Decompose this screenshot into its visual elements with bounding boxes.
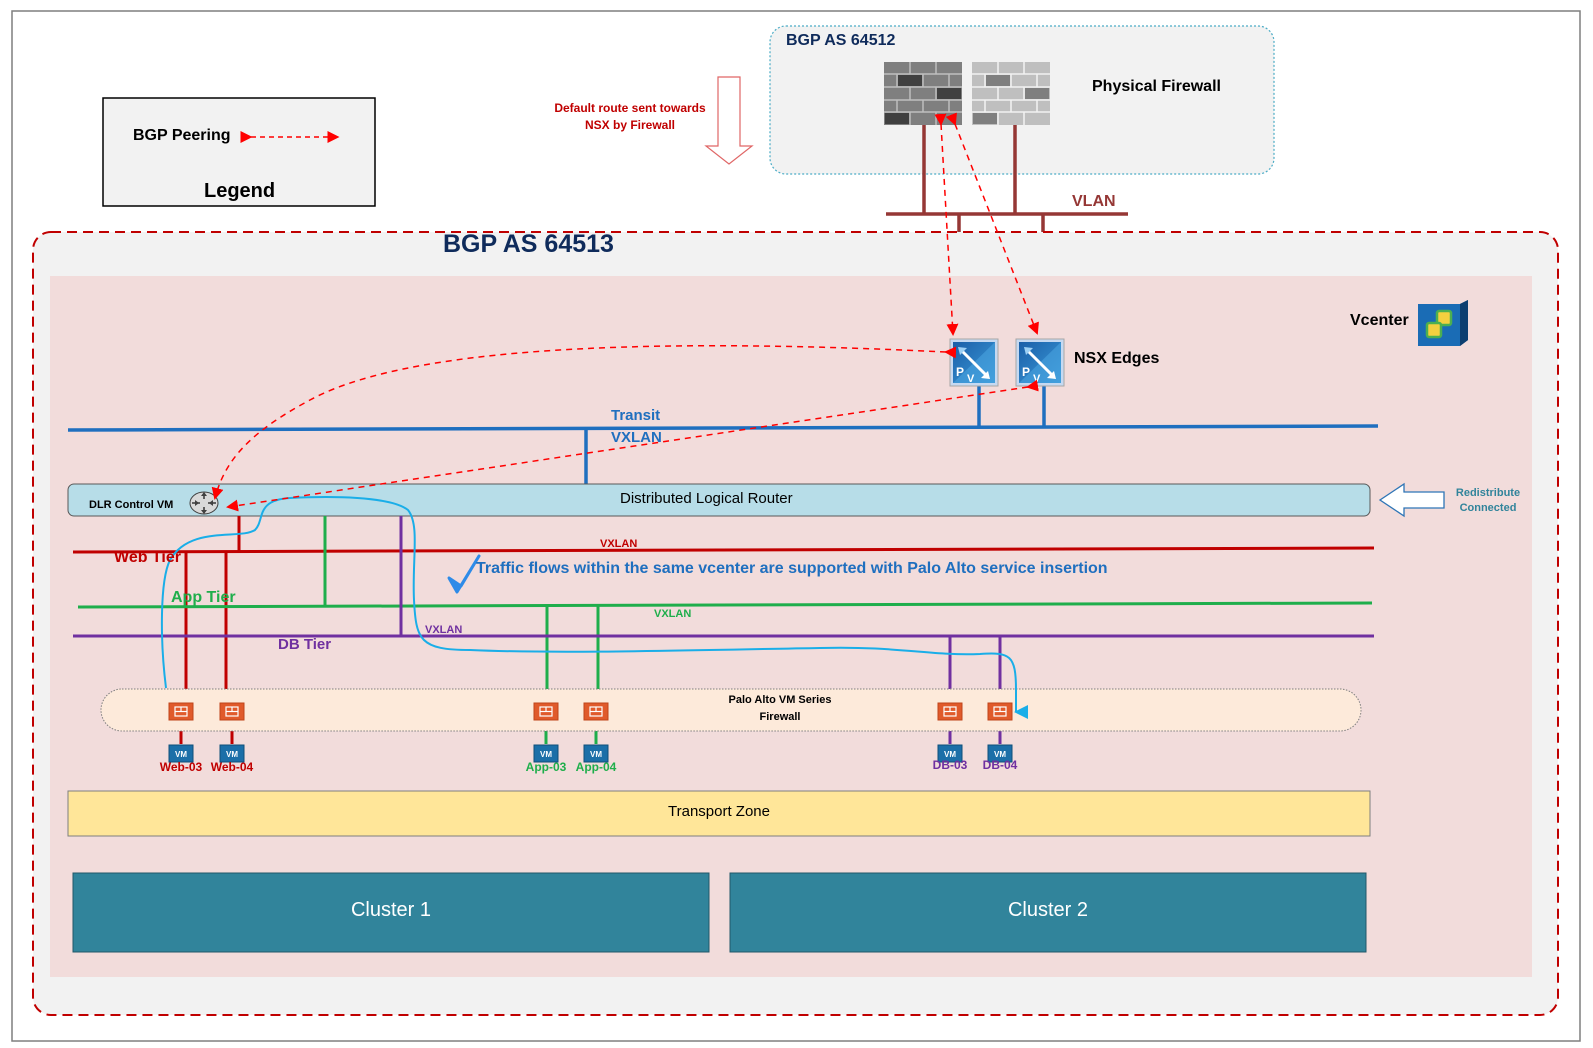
- vm-label: App-03: [525, 760, 567, 774]
- default-route-note-line2: NSX by Firewall: [584, 118, 676, 132]
- vcenter-zone: [50, 276, 1532, 977]
- palo-alto-line2: Firewall: [759, 711, 801, 723]
- svg-text:VM: VM: [226, 750, 238, 759]
- palo-alto-line1: Palo Alto VM Series: [728, 694, 832, 706]
- dlr-label: Distributed Logical Router: [620, 490, 793, 507]
- nsx-edge-icon-1: P V: [949, 338, 999, 387]
- palo-alto-label: Palo Alto VM Series Firewall: [700, 692, 860, 726]
- svg-text:VM: VM: [994, 750, 1006, 759]
- palo-alto-firewall-icon: [937, 702, 963, 721]
- traffic-note: Traffic flows within the same vcenter ar…: [476, 560, 1108, 577]
- physical-firewall-label: Physical Firewall: [1092, 78, 1221, 95]
- app-vxlan-label: VXLAN: [654, 608, 692, 620]
- web-vxlan-label: VXLAN: [600, 538, 638, 550]
- traffic-flow-path: [160, 496, 1028, 719]
- vm-icon: VM: [533, 744, 559, 763]
- palo-alto-band: [100, 688, 1362, 732]
- physical-firewall-icon-1: [884, 62, 962, 125]
- web-tier-label: Web Tier: [114, 549, 181, 566]
- vm-icon: VM: [168, 744, 194, 763]
- redistribute-line2: Connected: [1459, 502, 1517, 514]
- transit-vxlan-label: Transit VXLAN: [611, 405, 662, 449]
- legend-title: Legend: [204, 180, 276, 202]
- svg-text:VM: VM: [540, 750, 552, 759]
- palo-alto-firewall-icon: [583, 702, 609, 721]
- palo-alto-firewall-icon: [219, 702, 245, 721]
- svg-text:VM: VM: [175, 750, 187, 759]
- bgp-peering-arrows: [211, 112, 1039, 512]
- dlr-control-vm-label: DLR Control VM: [89, 499, 174, 511]
- nsx-edge-icon-2: P V: [1015, 338, 1065, 387]
- svg-text:VM: VM: [944, 750, 956, 759]
- vm-label: Web-03: [159, 760, 203, 774]
- vlan-label: VLAN: [1072, 193, 1116, 210]
- vm-label: DB-04: [982, 758, 1018, 772]
- vm-label: DB-03: [932, 758, 968, 772]
- nsx-edges-label: NSX Edges: [1074, 350, 1160, 367]
- svg-text:V: V: [967, 373, 975, 385]
- redistribute-label: Redistribute Connected: [1448, 486, 1528, 516]
- vm-icon: VM: [219, 744, 245, 763]
- svg-text:VM: VM: [590, 750, 602, 759]
- vm-icon: VM: [583, 744, 609, 763]
- transport-zone-bar: [67, 790, 1371, 837]
- physical-firewall-icon-2: [972, 62, 1050, 125]
- app-tier-label: App Tier: [171, 589, 236, 606]
- external-as-title: BGP AS 64512: [786, 32, 896, 49]
- legend-box: [102, 97, 376, 207]
- default-route-arrow-icon: [704, 76, 754, 165]
- legend-item-label: BGP Peering: [133, 127, 231, 144]
- checkmark-icon: [447, 554, 481, 594]
- cluster-2-box: [729, 872, 1367, 953]
- transit-label-line2: VXLAN: [611, 429, 662, 446]
- vm-label: App-04: [575, 760, 617, 774]
- svg-text:P: P: [1022, 365, 1030, 379]
- svg-text:P: P: [956, 365, 964, 379]
- web-tier-network: [72, 516, 1375, 744]
- db-tier-label: DB Tier: [278, 636, 332, 653]
- cluster-1-label: Cluster 1: [350, 899, 432, 921]
- palo-alto-firewall-icon: [533, 702, 559, 721]
- vm-icon: VM: [937, 744, 963, 763]
- palo-alto-firewall-icon: [987, 702, 1013, 721]
- router-icon: [189, 491, 219, 515]
- vm-icon: VM: [987, 744, 1013, 763]
- transit-label-line1: Transit: [611, 407, 661, 424]
- redistribute-arrow-icon: [1378, 482, 1445, 518]
- internal-as-title: BGP AS 64513: [443, 230, 614, 258]
- redistribute-line1: Redistribute: [1455, 487, 1521, 499]
- db-vxlan-label: VXLAN: [425, 624, 463, 636]
- palo-alto-firewall-icon: [168, 702, 194, 721]
- vcenter-label: Vcenter: [1350, 312, 1409, 329]
- default-route-note-line1: Default route sent towards: [554, 101, 706, 115]
- vm-label: Web-04: [210, 760, 254, 774]
- cluster-2-label: Cluster 2: [1007, 899, 1089, 921]
- svg-text:V: V: [1033, 373, 1041, 385]
- cluster-1-box: [72, 872, 710, 953]
- transport-zone-label: Transport Zone: [668, 803, 770, 820]
- default-route-note: Default route sent towards NSX by Firewa…: [548, 100, 712, 134]
- vcenter-icon: [1418, 300, 1468, 346]
